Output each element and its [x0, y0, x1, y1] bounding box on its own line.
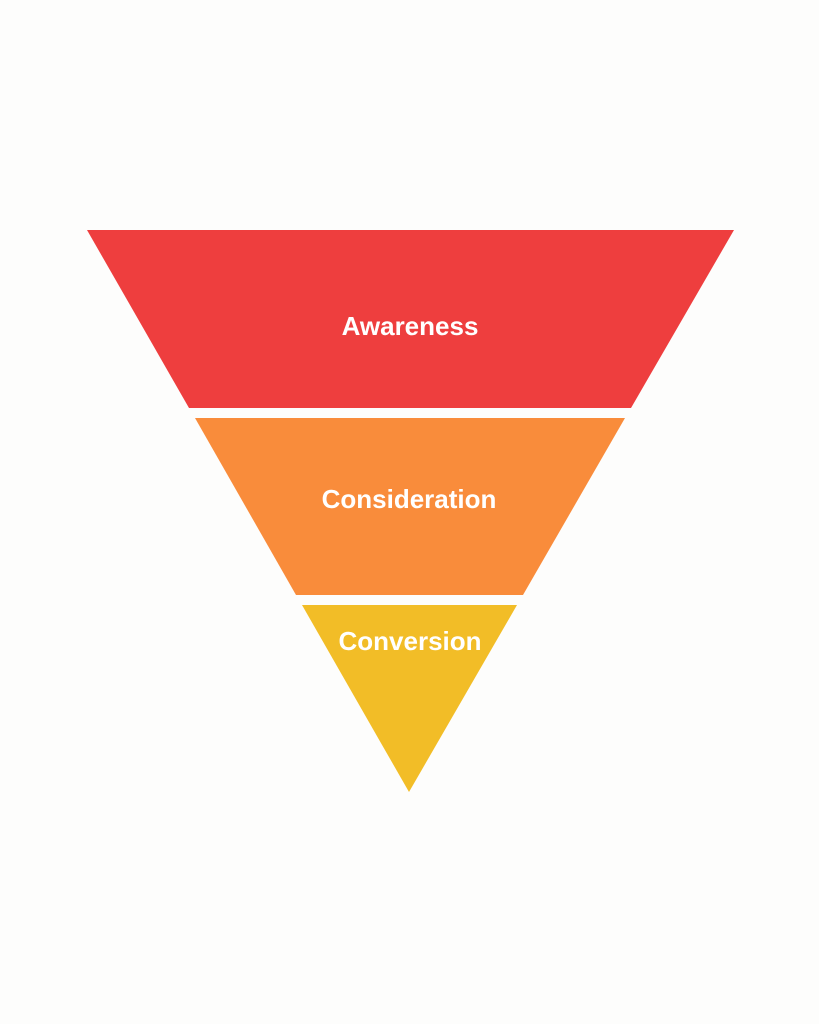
funnel-stage-awareness-shape — [87, 230, 734, 408]
funnel-stage-awareness: Awareness — [87, 230, 734, 408]
funnel-stage-awareness-label: Awareness — [342, 311, 479, 341]
funnel-stage-conversion: Conversion — [302, 605, 517, 792]
funnel-stage-conversion-shape — [302, 605, 517, 792]
funnel-stage-consideration-shape — [195, 418, 625, 595]
funnel-stage-consideration: Consideration — [195, 418, 625, 595]
funnel-stage-conversion-label: Conversion — [338, 626, 481, 656]
funnel-stage-consideration-label: Consideration — [322, 484, 497, 514]
